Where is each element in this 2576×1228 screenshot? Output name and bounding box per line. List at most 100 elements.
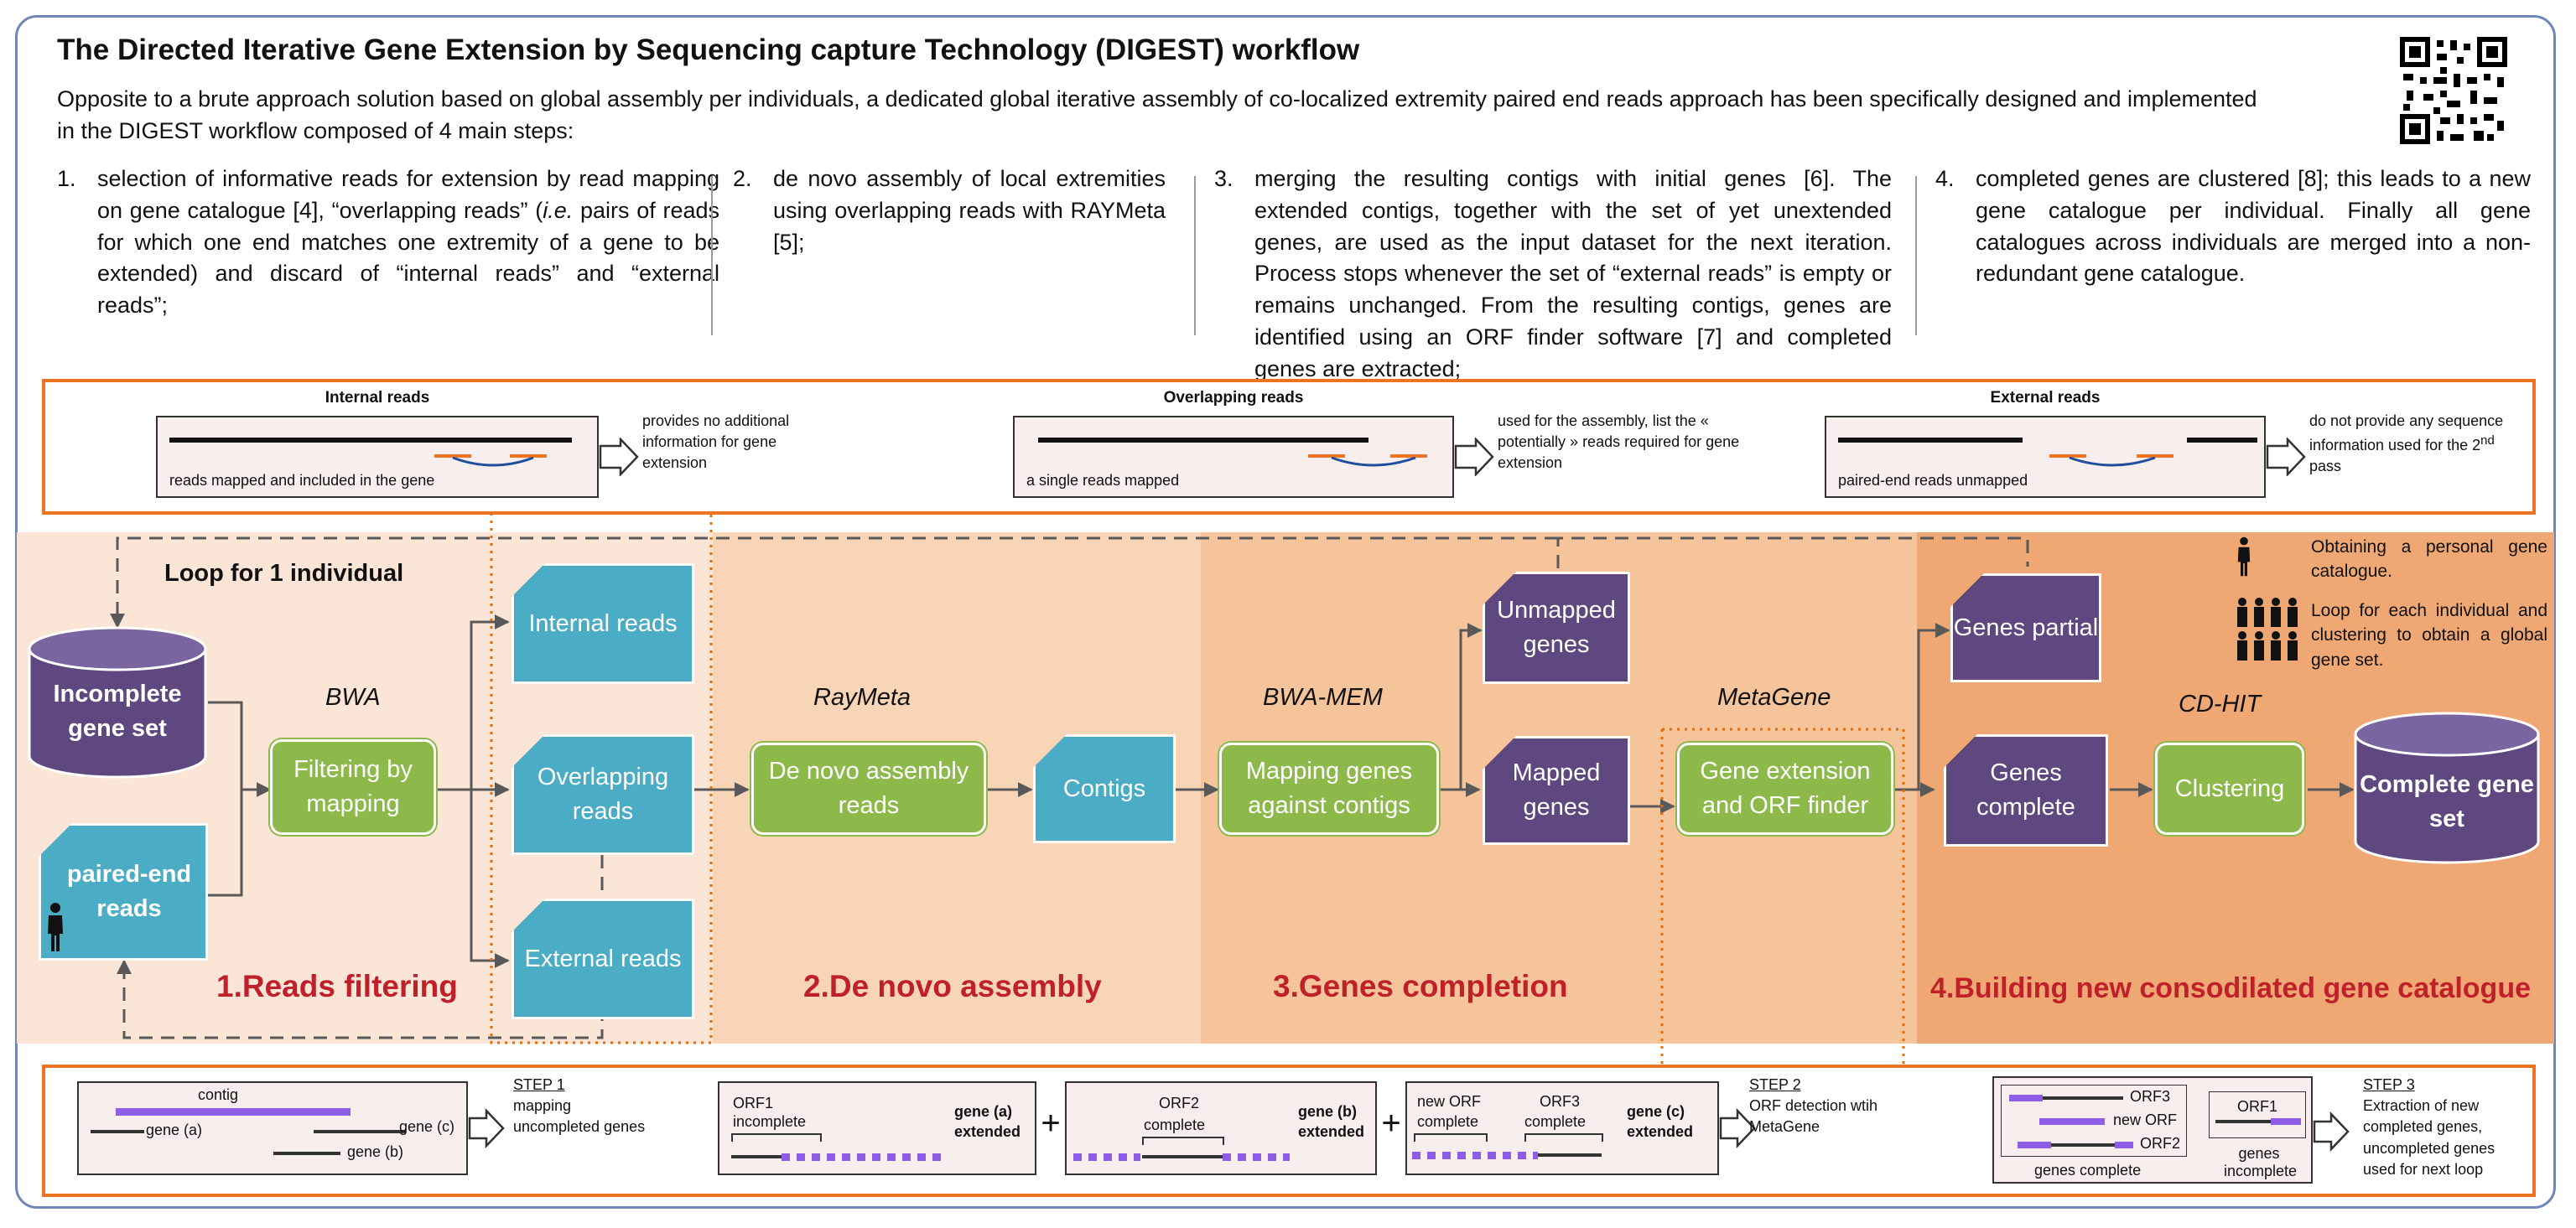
orf-label: ORF1 (733, 1095, 774, 1111)
step-number: 3. (1214, 166, 1233, 191)
steps-detail-box (42, 1065, 2536, 1197)
stage-label-4: 4.Building new consodilated gene catalog… (1930, 972, 2531, 1004)
extended-label: extended (954, 1123, 1021, 1140)
pair-link-icon (452, 456, 534, 467)
step3-note: STEP 3 Extraction of new completed genes… (2363, 1075, 2522, 1180)
orf-status: complete (1417, 1113, 1479, 1130)
orf-status: complete (1144, 1117, 1206, 1133)
outer-frame (15, 15, 2556, 1209)
gene-label: gene (b) (347, 1143, 404, 1160)
paired-end-reads: paired-end reads (39, 823, 208, 961)
gene-b-extended-diagram: ORF2 complete gene (b) extended (1065, 1081, 1377, 1175)
read-diagram-external: paired-end reads unmapped (1825, 416, 2266, 498)
clustering: Clustering (2155, 743, 2304, 835)
read-caption: a single reads mapped (1026, 472, 1180, 489)
gene-label: gene (a) (146, 1122, 203, 1138)
stage-label-1: 1.Reads filtering (216, 969, 458, 1003)
step-number: 4. (1935, 166, 1955, 191)
read-diagram-internal: reads mapped and included in the gene (156, 416, 599, 498)
step1-diagram: contig gene (a) gene (c) gene (b) (77, 1081, 468, 1175)
step1-note: STEP 1 mapping uncompleted genes (513, 1075, 656, 1138)
person-icon (2237, 536, 2251, 577)
tool-label-metagene: MetaGene (1717, 684, 1831, 711)
step-text: completed genes are clustered [8]; this … (1976, 166, 2531, 287)
mapped-genes: Mapped genes (1483, 736, 1630, 845)
genes-complete: Genes complete (1944, 734, 2108, 847)
step-text: selection of informative reads for exten… (97, 163, 719, 322)
orf-label: ORF2 (2140, 1135, 2181, 1152)
complete-gene-set: Complete gene set (2353, 711, 2541, 865)
tool-label-bwa-mem: BWA-MEM (1263, 684, 1383, 711)
page-title: The Directed Iterative Gene Extension by… (57, 34, 1360, 66)
read-type-title: Internal reads (325, 389, 430, 407)
group-icon (2237, 598, 2298, 661)
read-diagram-overlapping: a single reads mapped (1013, 416, 1454, 498)
person-icon (48, 903, 63, 951)
overlapping-reads: Overlapping reads (512, 734, 694, 855)
gene-label: gene (b) (1298, 1103, 1357, 1120)
database-icon (28, 626, 207, 779)
gene-label: gene (c) (399, 1118, 455, 1135)
read-caption: paired-end reads unmapped (1838, 472, 2028, 489)
group-label: genes incomplete (2224, 1145, 2298, 1179)
genes-partial: Genes partial (1950, 573, 2101, 682)
contigs: Contigs (1033, 734, 1176, 843)
orf-bracket (1142, 1137, 1224, 1145)
node-label: Incomplete gene set (53, 681, 182, 742)
read-note: used for the assembly, list the « potent… (1498, 412, 1740, 472)
legend-personal: Obtaining a personal gene catalogue. (2311, 537, 2547, 582)
loop-label: Loop for 1 individual (164, 560, 404, 587)
step-divider (1194, 176, 1196, 335)
read-note: do not provide any sequence information … (2309, 411, 2527, 478)
arrow-icon (2313, 1111, 2350, 1152)
gene-label: gene (c) (1627, 1103, 1685, 1120)
stage-label-3: 3.Genes completion (1273, 969, 1568, 1003)
orf-label: ORF3 (2130, 1088, 2171, 1105)
tool-label-cdhit: CD-HIT (2179, 691, 2262, 718)
arrow-icon (2266, 438, 2306, 476)
orf-label: ORF3 (1540, 1093, 1581, 1110)
step-desc: ORF detection wtih MetaGene (1749, 1097, 1878, 1136)
orf-status: complete (1524, 1113, 1587, 1130)
external-reads: External reads (512, 899, 694, 1019)
step-text-part: selection of informative reads for exten… (97, 166, 719, 223)
contig-bar (116, 1108, 351, 1116)
mapping-genes-against-contigs: Mapping genes against contigs (1219, 743, 1439, 835)
arrow-icon (1454, 438, 1494, 476)
database-icon (2354, 712, 2540, 864)
orf-label: ORF1 (2237, 1098, 2278, 1115)
internal-reads: Internal reads (512, 563, 694, 684)
extension-dashes (782, 1153, 946, 1161)
step-number-label: STEP 3 (2363, 1076, 2415, 1093)
stage-label-2: 2.De novo assembly (803, 969, 1102, 1003)
node-label: Complete gene set (2360, 771, 2534, 832)
orf-label: new ORF (1417, 1093, 1482, 1110)
contig-label: contig (198, 1086, 239, 1103)
step-desc: mapping uncompleted genes (513, 1097, 646, 1136)
gene-a-extended-diagram: ORF1 incomplete gene (a) extended (718, 1081, 1036, 1175)
read-note-sup: nd (2480, 433, 2495, 448)
legend-loop: Loop for each individual and clustering … (2311, 601, 2547, 670)
step-desc: Extraction of new completed genes, uncom… (2363, 1097, 2496, 1178)
orf-bracket (1414, 1133, 1488, 1142)
step2-note: STEP 2 ORF detection wtih MetaGene (1749, 1075, 1917, 1138)
extended-label: extended (1298, 1123, 1365, 1140)
arrow-icon (599, 438, 639, 476)
qr-code-icon (2400, 37, 2507, 144)
unmapped-genes: Unmapped genes (1483, 572, 1630, 684)
gene-label: gene (a) (954, 1103, 1013, 1120)
arrow-icon (468, 1108, 505, 1148)
read-type-title: Overlapping reads (1163, 389, 1304, 407)
orf-label: new ORF (2113, 1111, 2178, 1128)
orf-label: ORF2 (1159, 1095, 1200, 1111)
de-novo-assembly: De novo assembly reads (751, 743, 986, 835)
step-text-part: pairs of reads for which one end matches… (97, 197, 719, 319)
step-number-label: STEP 1 (513, 1076, 565, 1093)
read-types-box (42, 379, 2536, 515)
incomplete-gene-set: Incomplete gene set (27, 625, 208, 780)
extended-label: extended (1627, 1123, 1694, 1140)
step-text-italic: i.e. (543, 197, 574, 223)
read-type-title: External reads (1990, 389, 2101, 407)
step-divider (711, 176, 713, 335)
